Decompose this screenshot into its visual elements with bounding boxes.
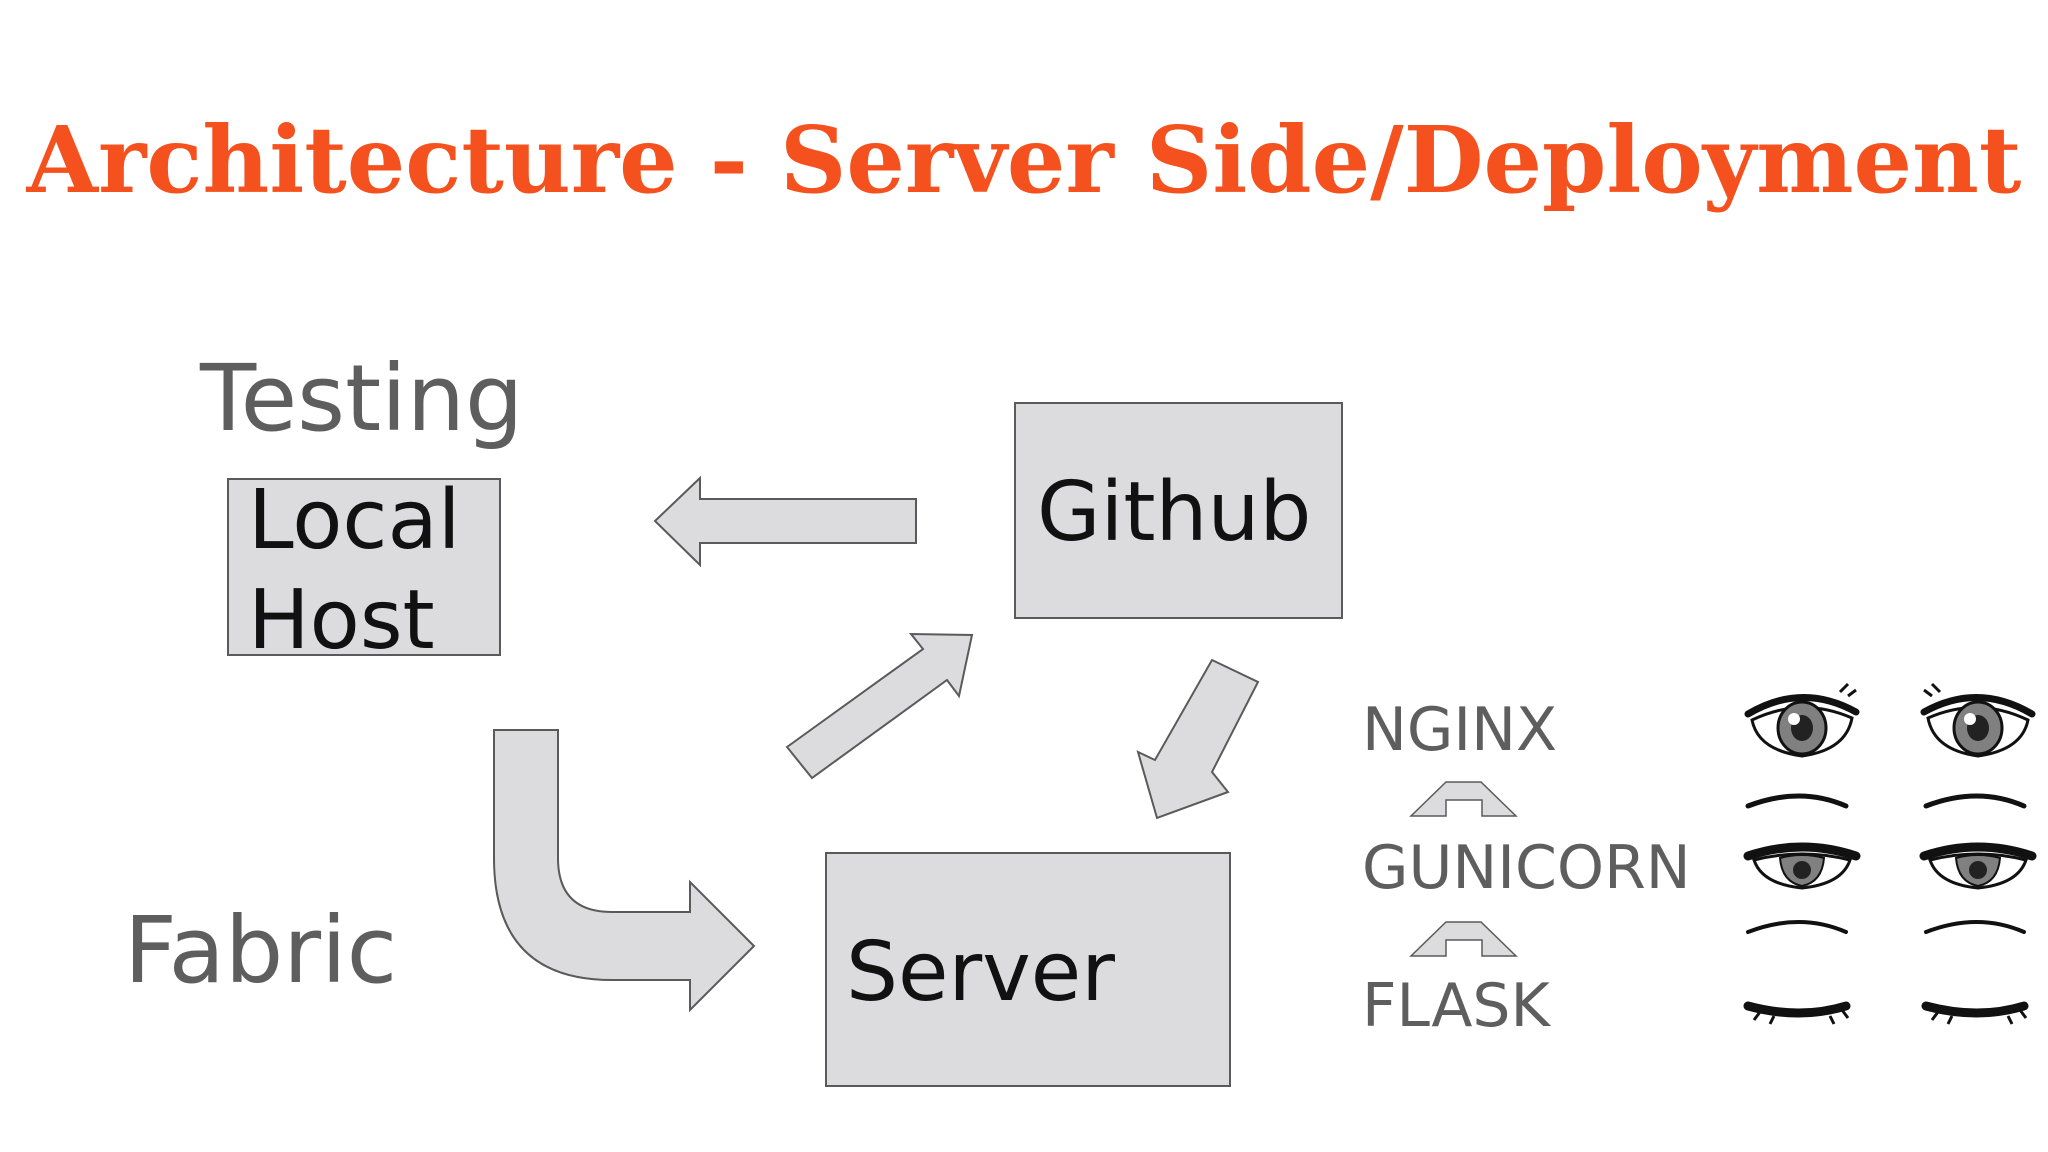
stack-up-arrow-1 <box>1409 781 1518 817</box>
local-host-label-line2: Host <box>248 573 435 668</box>
github-box: Github <box>1014 402 1343 619</box>
slide-title: Architecture - Server Side/Deployment <box>26 106 2022 214</box>
testing-label: Testing <box>199 345 523 452</box>
server-label: Server <box>846 925 1115 1020</box>
stack-gunicorn: GUNICORN <box>1362 833 1691 903</box>
server-box: Server <box>825 852 1231 1087</box>
local-host-label-line1: Local <box>248 473 461 568</box>
eyes-closed-icon <box>1743 920 2029 1025</box>
stack-nginx: NGINX <box>1362 695 1557 765</box>
stack-flask: FLASK <box>1362 971 1551 1041</box>
eyes-open-icon <box>1744 682 2036 758</box>
arrow-server-to-github <box>785 632 974 780</box>
local-host-box: Local Host <box>227 473 501 668</box>
stack-up-arrow-2 <box>1409 921 1518 957</box>
eyes-half-closed-icon <box>1745 793 2027 809</box>
arrow-github-to-server <box>1136 658 1260 820</box>
arrow-github-to-localhost <box>653 475 917 568</box>
eyes-mostly-closed-icon <box>1743 842 2037 890</box>
github-label: Github <box>1037 465 1311 560</box>
arrow-fabric-to-server <box>493 729 756 1013</box>
fabric-label: Fabric <box>124 897 397 1004</box>
